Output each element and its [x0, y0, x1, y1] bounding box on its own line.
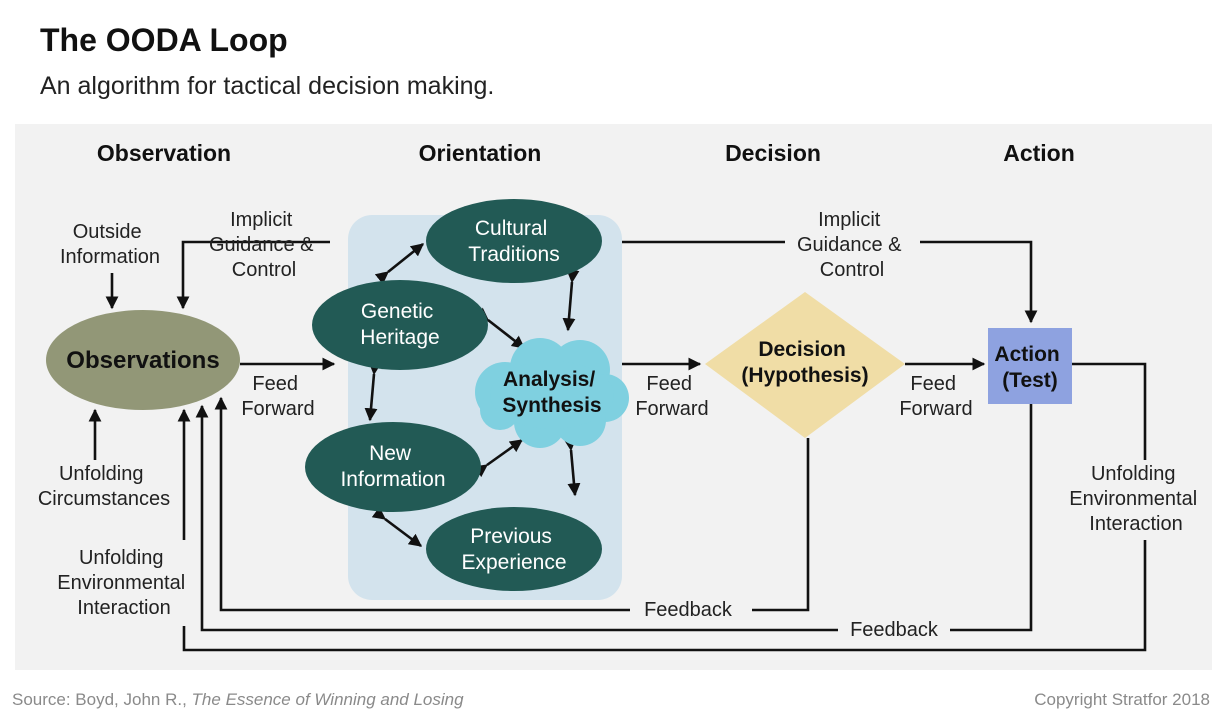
genetic-heritage-label: Genetic Heritage [360, 300, 439, 349]
feedback-2-label: Feedback [850, 619, 939, 641]
arrow-genetic-cultural [374, 242, 425, 285]
decision-node [705, 292, 905, 438]
implicit-guidance-arrow-action [920, 240, 1038, 324]
outside-information-label: Outside Information [60, 221, 160, 268]
observations-node [46, 310, 240, 410]
cultural-traditions-node [426, 199, 602, 283]
unfolding-interaction-line-right [1072, 362, 1147, 460]
phase-orientation: Orientation [419, 140, 542, 166]
source-note: Source: Boyd, John R., The Essence of Wi… [12, 690, 464, 710]
arrow-analysis-previous [563, 437, 581, 497]
previous-experience-label: Previous Experience [461, 525, 566, 574]
arrow-genetic-analysis [474, 307, 526, 350]
feed-forward-3-label: Feed Forward [899, 373, 972, 420]
feedback-line-action-b [195, 404, 838, 632]
arrow-genetic-newinfo [364, 361, 382, 422]
feedback-1-label: Feedback [644, 599, 733, 621]
analysis-synthesis-label: Analysis/ Synthesis [502, 368, 601, 417]
previous-experience-node [426, 507, 602, 591]
implicit-guidance-right-label: Implicit Guidance & Control [797, 209, 907, 281]
unfolding-circumstances-label: Unfolding Circumstances [38, 463, 170, 510]
arrow-cultural-analysis [562, 269, 580, 332]
arrow-newinfo-previous [371, 506, 423, 548]
feed-forward-1-label: Feed Forward [241, 373, 314, 420]
copyright-note: Copyright Stratfor 2018 [1034, 690, 1210, 709]
phase-action: Action [1003, 140, 1075, 166]
unfolding-interaction-right-label: Unfolding Environmental Interaction [1069, 463, 1202, 535]
action-label: Action (Test) [994, 343, 1065, 392]
genetic-heritage-node [312, 280, 488, 370]
cultural-traditions-label: Cultural Traditions [468, 217, 559, 266]
decision-label: Decision (Hypothesis) [741, 338, 868, 387]
new-information-node [305, 422, 481, 512]
source-prefix: Source: Boyd, John R., [12, 690, 192, 709]
feedback-line-decision-b [214, 396, 630, 612]
analysis-synthesis-node [475, 338, 629, 448]
unfolding-interaction-line-bottom [182, 540, 1147, 652]
page-subtitle: An algorithm for tactical decision makin… [40, 72, 495, 100]
unfolding-interaction-left-label: Unfolding Environmental Interaction [57, 547, 190, 619]
observations-label: Observations [66, 347, 219, 374]
feedback-line-action-a [950, 404, 1033, 632]
arrow-newinfo-analysis [473, 438, 524, 478]
phase-observation: Observation [97, 140, 231, 166]
action-node [988, 328, 1072, 404]
feedback-line-decision-a [752, 438, 810, 612]
page-title: The OODA Loop [40, 22, 288, 58]
new-information-label: New Information [340, 442, 445, 491]
feed-forward-2-label: Feed Forward [635, 373, 708, 420]
ooda-diagram: Observation Orientation Decision Action … [15, 124, 1212, 670]
phase-decision: Decision [725, 140, 821, 166]
implicit-guidance-arrow-observations [176, 240, 330, 310]
source-title: The Essence of Winning and Losing [191, 690, 464, 709]
implicit-guidance-left-label: Implicit Guidance & Control [209, 209, 319, 281]
